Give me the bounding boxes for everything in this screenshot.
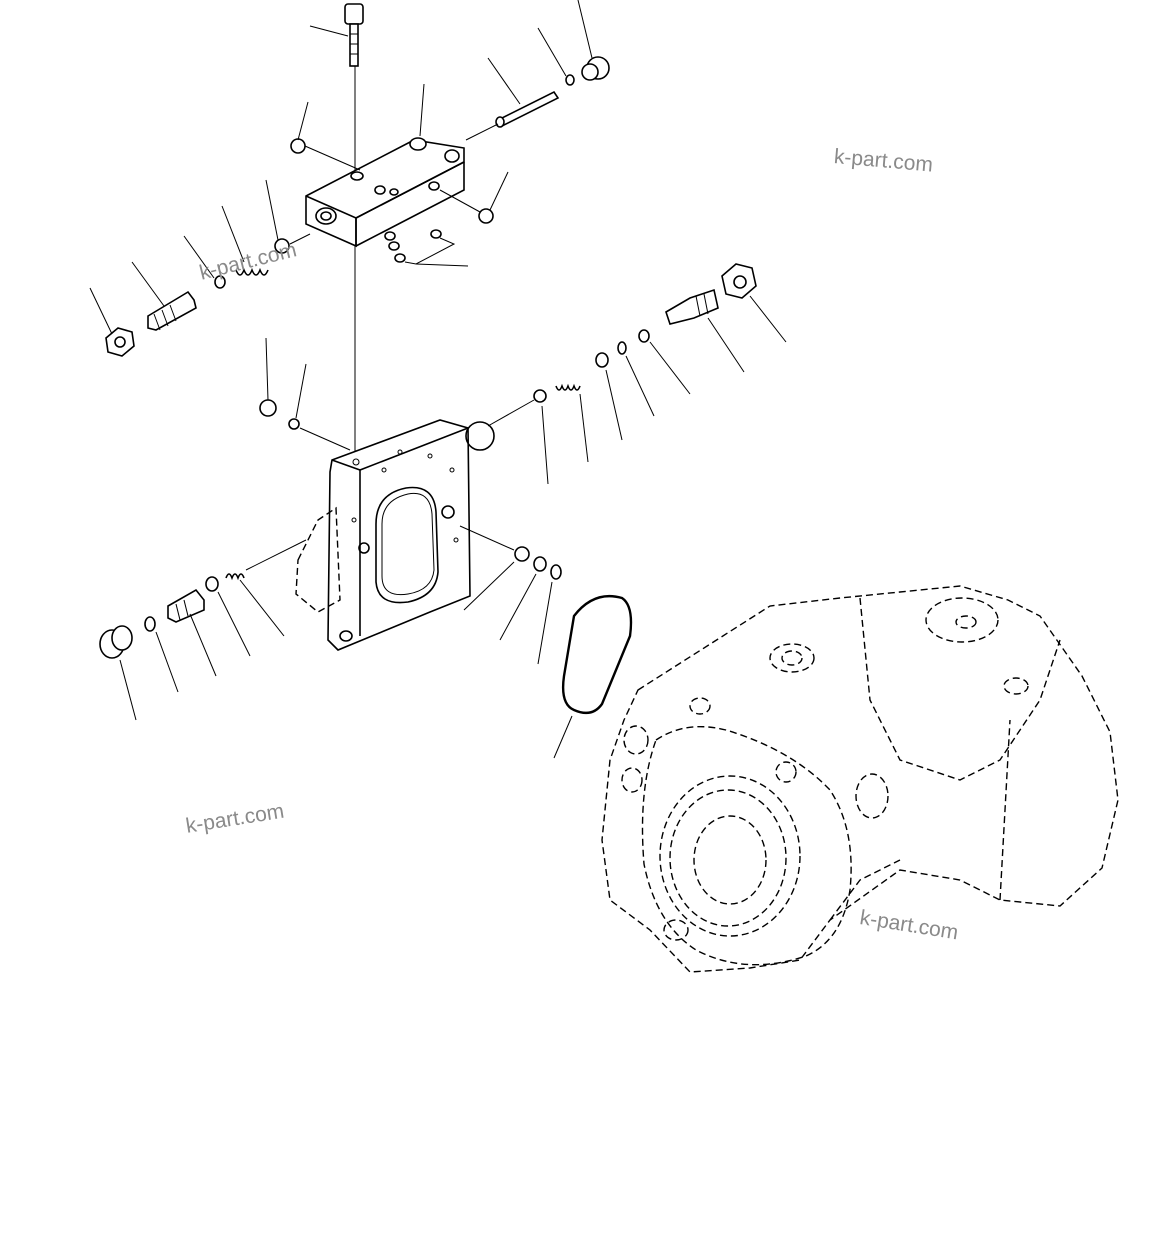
gasket-part — [561, 594, 633, 715]
o-ring-set — [384, 229, 469, 267]
spool-part — [465, 90, 560, 141]
top-plug-part — [565, 56, 610, 86]
left-lower-parts — [99, 525, 562, 659]
pump-cover-housing — [295, 419, 495, 651]
pump-body — [601, 585, 1119, 973]
cap-screw-part — [344, 3, 364, 67]
callout-leader-lines — [89, 0, 787, 759]
fitting-part — [259, 399, 351, 451]
valve-block-part — [305, 137, 465, 248]
right-parts-chain — [487, 263, 757, 427]
left-upper-parts — [105, 233, 311, 357]
